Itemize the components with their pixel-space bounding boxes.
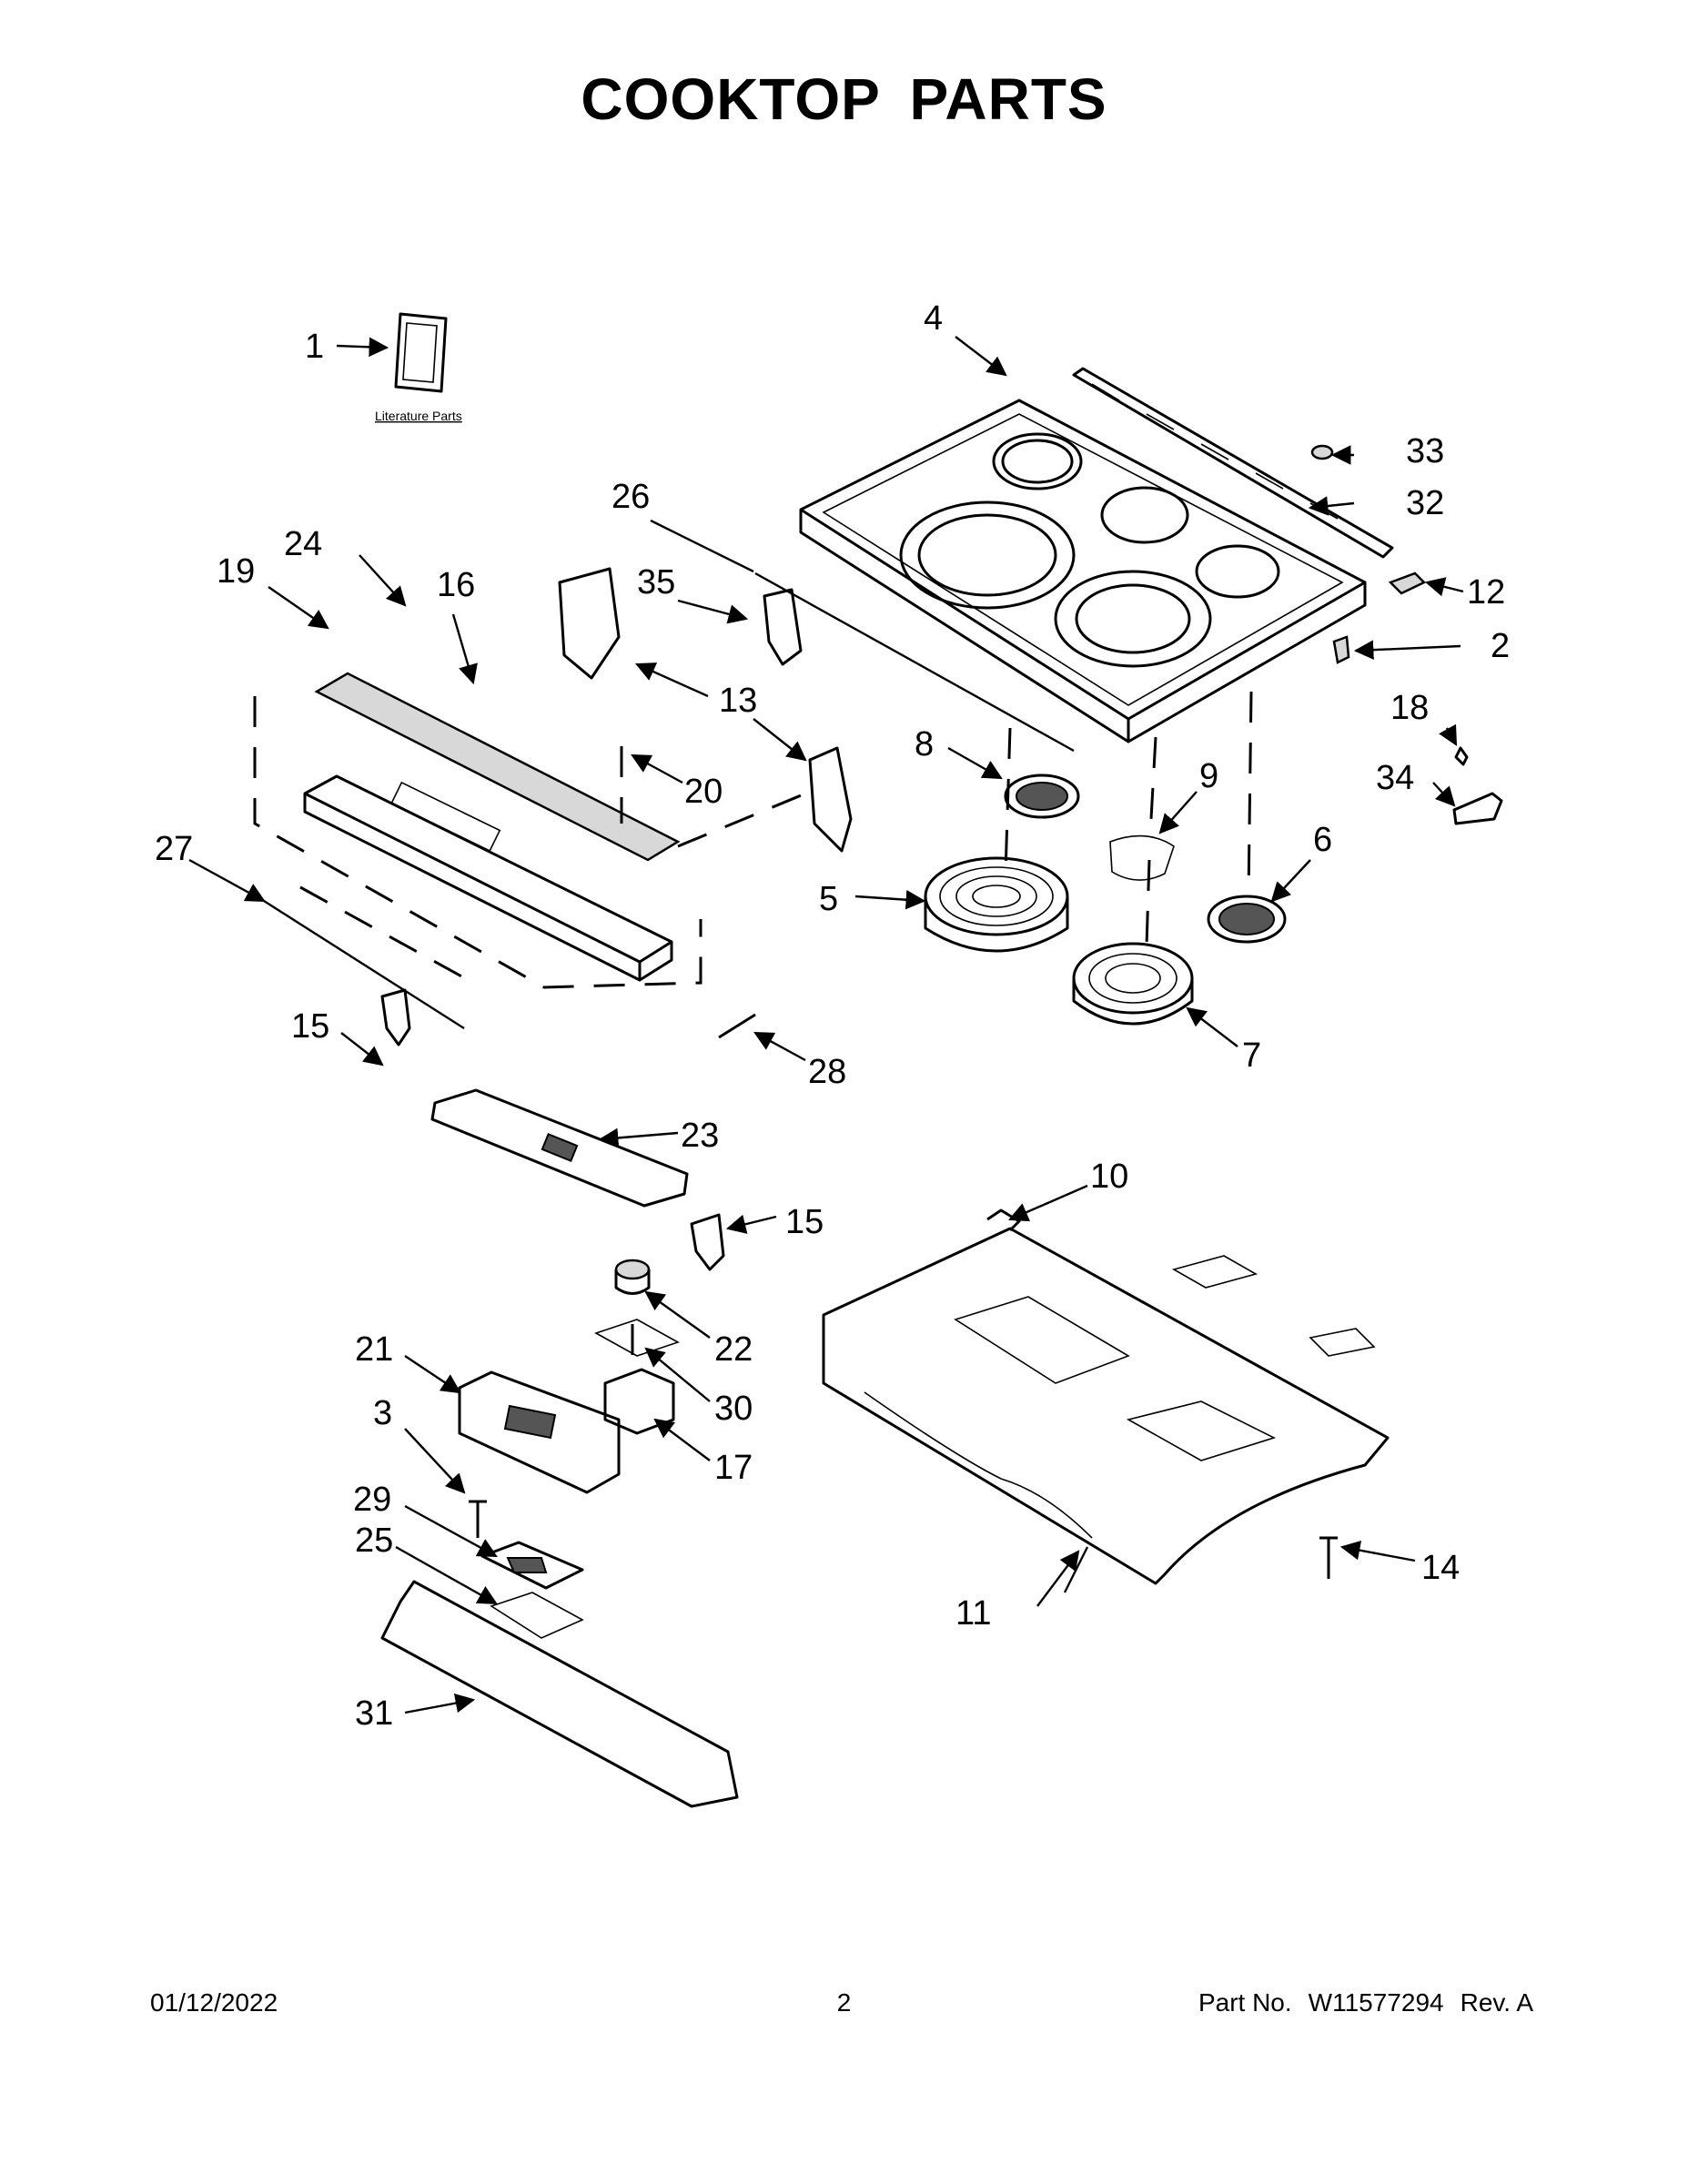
callout-15b: 15 (785, 1203, 824, 1241)
callout-24: 24 (284, 525, 322, 563)
revision: Rev. A (1460, 1988, 1533, 2017)
callout-6: 6 (1313, 821, 1332, 859)
callout-12: 12 (1467, 573, 1505, 612)
rear-trim-part (1072, 367, 1394, 559)
callout-18: 18 (1390, 689, 1429, 727)
grommet-part (1310, 444, 1334, 460)
page-title: COOKTOP PARTS (581, 66, 1107, 132)
callout-25: 25 (355, 1522, 393, 1560)
callout-30: 30 (714, 1390, 753, 1428)
callout-35: 35 (637, 563, 675, 602)
callout-14: 14 (1421, 1549, 1460, 1587)
callout-4: 4 (924, 299, 943, 338)
radiant-elements (924, 774, 1287, 1026)
callout-31: 31 (355, 1694, 393, 1733)
callout-15a: 15 (291, 1007, 329, 1046)
callout-19: 19 (217, 552, 255, 591)
callout-21: 21 (355, 1330, 393, 1369)
clip-part (1332, 571, 1427, 664)
footer-page-number: 2 (836, 1988, 852, 2017)
callout-5: 5 (819, 880, 838, 918)
callout-20: 20 (684, 773, 723, 811)
callout-28: 28 (808, 1053, 846, 1091)
callout-2: 2 (1491, 627, 1510, 665)
burner-box-part (822, 1208, 1390, 1585)
callout-16: 16 (437, 566, 475, 604)
callout-29: 29 (353, 1481, 391, 1519)
footer-part-number: Part No. W11577294 Rev. A (1182, 1988, 1533, 2017)
callout-8: 8 (915, 725, 934, 763)
screw-bracket-part (1452, 746, 1503, 825)
callout-34: 34 (1376, 759, 1414, 797)
callout-22: 22 (714, 1330, 753, 1369)
part-number-value: W11577294 (1308, 1988, 1444, 2017)
callout-7: 7 (1242, 1036, 1261, 1075)
switch-part (594, 1259, 680, 1435)
electronic-control-part (380, 1370, 739, 1808)
callout-17: 17 (714, 1449, 753, 1487)
callout-1: 1 (305, 328, 324, 366)
leader-lines (188, 336, 1464, 1714)
callout-32: 32 (1406, 484, 1444, 522)
cooktop-glass-part (799, 399, 1367, 743)
callout-26: 26 (612, 478, 650, 516)
callout-23: 23 (681, 1117, 719, 1155)
callout-33: 33 (1406, 432, 1444, 470)
footer-date: 01/12/2022 (150, 1988, 278, 2017)
part-label: Part No. (1198, 1988, 1292, 2017)
callout-13: 13 (719, 682, 757, 720)
callout-labels: 1 2 3 4 5 6 7 8 9 10 11 12 13 14 15 15 1… (155, 299, 1510, 1733)
callout-27: 27 (155, 830, 193, 868)
callout-3: 3 (373, 1394, 392, 1432)
control-bracket-part (380, 988, 725, 1271)
callout-11: 11 (955, 1594, 991, 1633)
literature-parts-icon: Literature Parts (375, 312, 462, 423)
alignment-lines (620, 571, 1253, 1370)
callout-10: 10 (1090, 1158, 1128, 1196)
control-panel-part (253, 672, 756, 1039)
literature-label: Literature Parts (375, 409, 462, 423)
callout-9: 9 (1199, 757, 1218, 795)
